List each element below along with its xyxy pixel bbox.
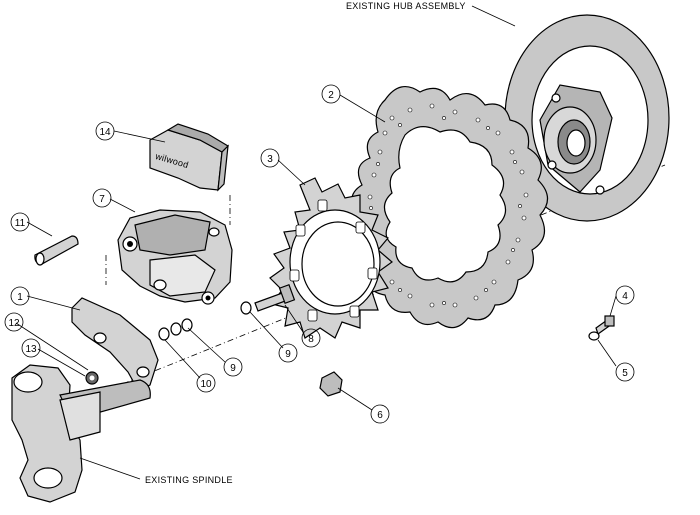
callout-8: 8 <box>301 328 321 348</box>
svg-text:9: 9 <box>230 363 236 374</box>
washer-9a <box>170 322 182 336</box>
mounting-bracket <box>71 297 159 391</box>
svg-text:2: 2 <box>328 90 334 101</box>
hardware <box>85 284 615 397</box>
svg-text:3: 3 <box>267 154 273 165</box>
svg-text:5: 5 <box>622 368 628 379</box>
leader-lines <box>15 5 617 480</box>
rotor-hat-adapter <box>269 177 393 339</box>
svg-text:8: 8 <box>308 334 314 345</box>
caliper <box>117 209 233 305</box>
callout-9a: 9 <box>223 357 243 377</box>
washer-10 <box>158 327 170 341</box>
svg-text:12: 12 <box>8 318 20 329</box>
callout-5: 5 <box>615 362 635 382</box>
svg-text:7: 7 <box>99 194 105 205</box>
callout-10: 10 <box>196 373 216 393</box>
callout-11: 11 <box>10 212 30 232</box>
callout-7: 7 <box>92 188 112 208</box>
existing-hub-assembly <box>504 14 670 222</box>
svg-text:10: 10 <box>200 379 212 390</box>
spindle-label: EXISTING SPINDLE <box>145 475 233 485</box>
hub-assembly-label: EXISTING HUB ASSEMBLY <box>346 1 466 11</box>
callout-2: 2 <box>321 84 341 104</box>
svg-text:6: 6 <box>377 410 383 421</box>
existing-spindle <box>11 364 151 503</box>
svg-text:1: 1 <box>17 292 23 303</box>
callout-6: 6 <box>370 404 390 424</box>
callout-9b: 9 <box>278 343 298 363</box>
callout-4: 4 <box>615 285 635 305</box>
washer-5 <box>588 331 600 341</box>
svg-text:11: 11 <box>15 218 26 229</box>
callout-1: 1 <box>10 286 30 306</box>
callouts: 2 3 14 7 11 1 12 13 10 9 9 8 6 4 5 <box>4 84 635 424</box>
callout-3: 3 <box>260 148 280 168</box>
washer-9b <box>240 301 252 315</box>
svg-text:14: 14 <box>99 127 111 138</box>
svg-text:4: 4 <box>622 291 628 302</box>
callout-13: 12 <box>4 312 24 332</box>
drilled-rotor <box>348 85 549 329</box>
svg-text:9: 9 <box>285 349 291 360</box>
nut-6 <box>319 371 343 397</box>
callout-14: 13 <box>21 338 41 358</box>
brake-pads: wilwood <box>149 123 229 192</box>
callout-12: 14 <box>95 121 115 141</box>
svg-text:13: 13 <box>25 344 37 355</box>
retaining-pin <box>34 235 79 266</box>
